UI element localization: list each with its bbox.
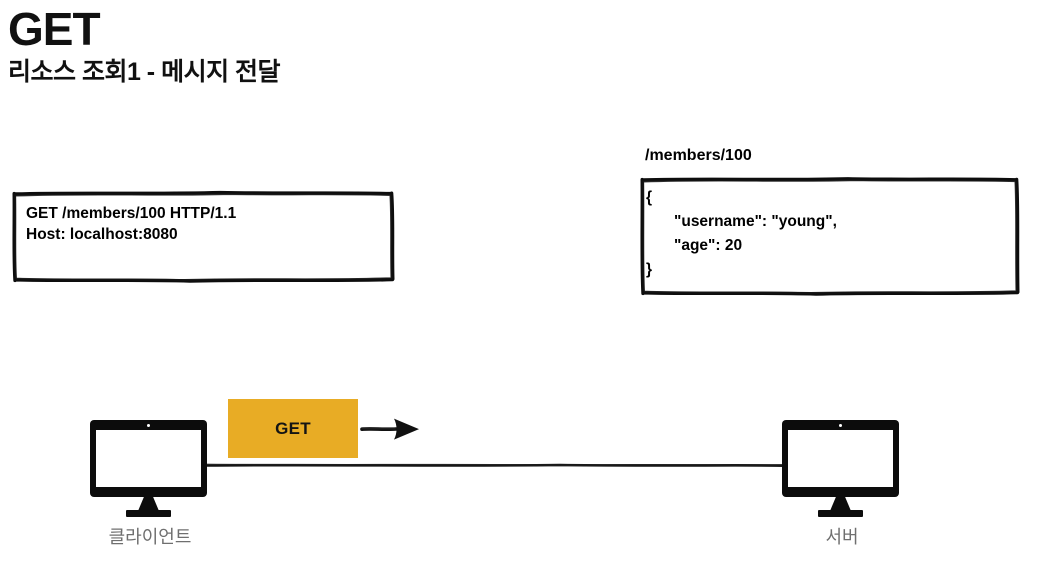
webcam-dot-icon bbox=[147, 424, 150, 427]
request-line-start: GET /members/100 HTTP/1.1 bbox=[26, 205, 237, 222]
json-body: { "username": "young", "age": 20 } bbox=[642, 178, 1016, 282]
monitor-screen bbox=[96, 430, 201, 487]
monitor-stand-neck bbox=[830, 497, 851, 511]
http-request-box: GET /members/100 HTTP/1.1 Host: localhos… bbox=[12, 190, 395, 283]
json-open-brace: { bbox=[646, 189, 653, 206]
server-monitor-icon bbox=[782, 420, 899, 517]
request-header-host: Host: localhost:8080 bbox=[26, 226, 178, 243]
monitor-screen bbox=[788, 430, 893, 487]
http-response-body-box: { "username": "young", "age": 20 } bbox=[640, 177, 1020, 296]
http-request-lines: GET /members/100 HTTP/1.1 Host: localhos… bbox=[14, 192, 391, 245]
monitor-stand-foot bbox=[126, 510, 171, 517]
json-field-username: "username": "young", bbox=[674, 213, 837, 230]
monitor-frame bbox=[90, 420, 207, 497]
header: GET 리소스 조회1 - 메시지 전달 bbox=[8, 4, 608, 88]
json-field-age: "age": 20 bbox=[674, 237, 743, 254]
page-title: GET bbox=[8, 3, 101, 55]
network-wire bbox=[203, 463, 795, 468]
get-method-chip-label: GET bbox=[275, 418, 311, 438]
webcam-dot-icon bbox=[839, 424, 842, 427]
monitor-frame bbox=[782, 420, 899, 497]
request-direction-arrow-icon bbox=[360, 418, 419, 440]
client-monitor-icon bbox=[90, 420, 207, 517]
json-close-brace: } bbox=[646, 261, 653, 278]
server-label: 서버 bbox=[825, 527, 859, 547]
monitor-stand-foot bbox=[818, 510, 863, 517]
client-label: 클라이언트 bbox=[108, 527, 192, 547]
resource-path-label: /members/100 bbox=[645, 147, 752, 164]
client-server-flow-diagram: 클라이언트 서버 GET bbox=[0, 380, 1037, 584]
page-subtitle: 리소스 조회1 - 메시지 전달 bbox=[8, 58, 281, 86]
get-method-chip: GET bbox=[228, 399, 358, 458]
monitor-stand-neck bbox=[138, 497, 159, 511]
